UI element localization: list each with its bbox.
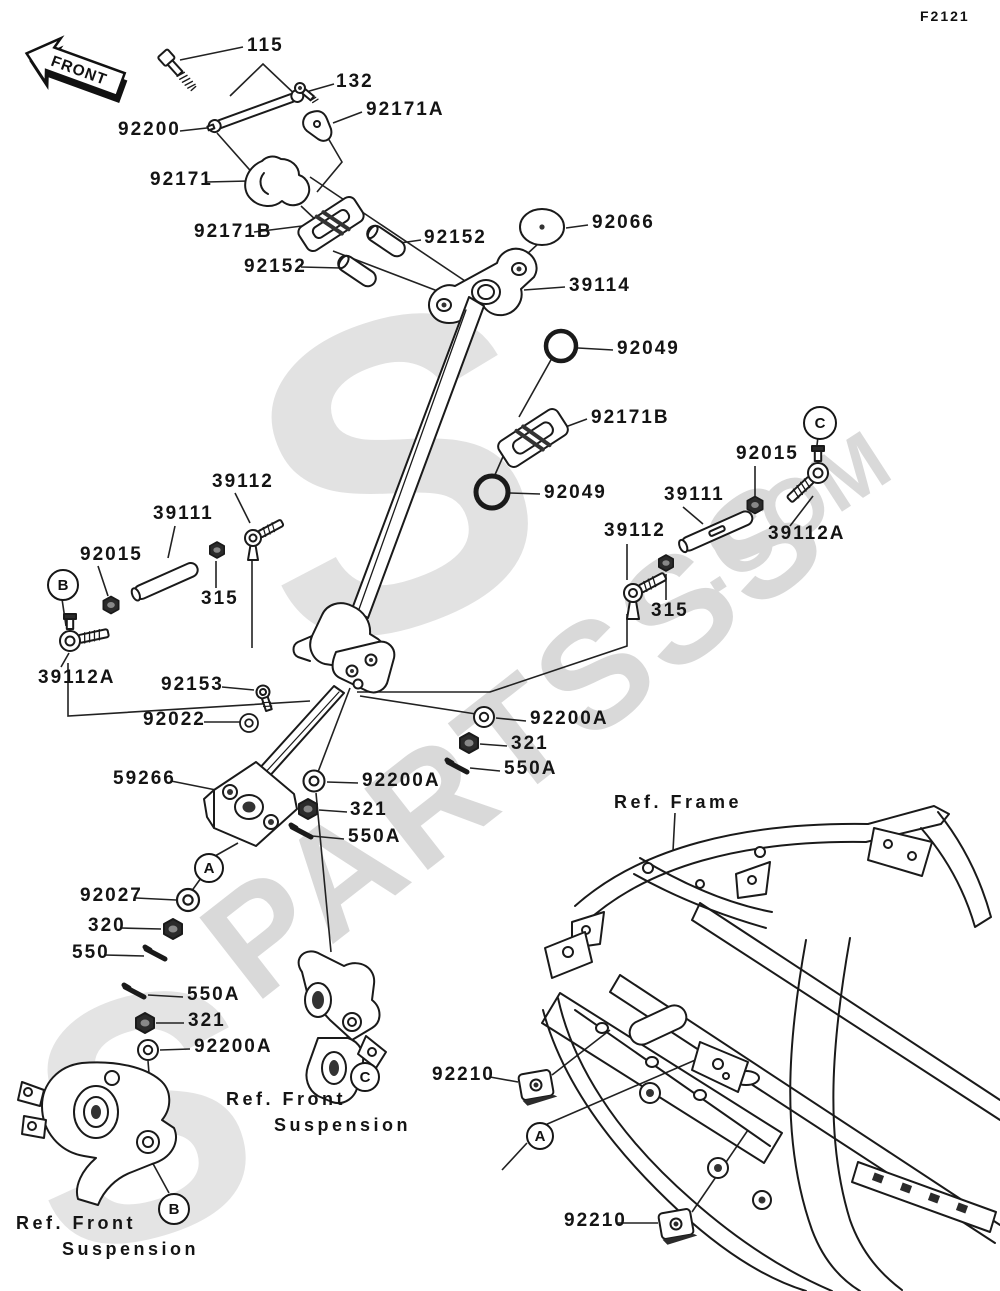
ref-label-3: Ref. Front — [16, 1213, 136, 1233]
callout-circle-A-5: A — [526, 1122, 554, 1150]
part-label-92066-8: 92066 — [592, 212, 655, 233]
steering-shaft-drawing — [351, 296, 485, 619]
part-label-92049-12: 92049 — [544, 482, 607, 503]
knuckle-drawing — [17, 1061, 177, 1206]
tierod-end-39112A-right-drawing — [786, 445, 829, 503]
front-arrow: FRONT — [24, 35, 128, 104]
oring-92049-lower-drawing — [473, 473, 511, 511]
tierod-end-39112-left-drawing — [244, 519, 285, 561]
rod-92200-drawing — [206, 88, 305, 134]
part-label-92200A-37: 92200A — [194, 1036, 273, 1057]
part-label-39114-9: 39114 — [569, 275, 631, 296]
callout-circle-B-4: B — [158, 1193, 190, 1225]
callout-circle-C-1: C — [803, 406, 837, 440]
bushing-92152-left-drawing — [337, 254, 377, 288]
tierod-39111-left-drawing — [130, 562, 199, 602]
tierod-end-39112-right-drawing — [623, 572, 667, 620]
part-label-550A-28: 550A — [504, 758, 558, 779]
part-label-321-27: 321 — [511, 733, 549, 754]
part-drawings — [17, 48, 1000, 1291]
part-label-92200A-26: 92200A — [530, 708, 609, 729]
washer-92200A-mid-drawing — [302, 769, 326, 793]
clamp-92171A-drawing — [302, 110, 333, 142]
part-label-92022-24: 92022 — [143, 709, 206, 730]
ujoint-drawing — [297, 950, 387, 1104]
part-label-132-1: 132 — [336, 71, 374, 92]
bushing-92152-right-drawing — [366, 224, 406, 258]
frame-drawing — [541, 805, 1000, 1291]
part-label-39111-14: 39111 — [664, 484, 725, 505]
part-label-315-17: 315 — [651, 600, 689, 621]
disc-92066-drawing — [519, 208, 565, 246]
ref-label-2: Suspension — [274, 1115, 412, 1135]
part-label-92171B-5: 92171B — [194, 221, 273, 242]
part-label-39111-19: 39111 — [153, 503, 214, 524]
part-label-39112A-22: 39112A — [38, 667, 116, 688]
part-label-92015-13: 92015 — [736, 443, 799, 464]
part-label-92027-32: 92027 — [80, 885, 143, 906]
nut-320-drawing — [163, 918, 183, 940]
clamp-92171B-upper-drawing — [297, 195, 365, 253]
washer-92200A-left-drawing — [137, 1039, 159, 1061]
part-label-92049-10: 92049 — [617, 338, 680, 359]
part-label-550A-35: 550A — [187, 984, 241, 1005]
part-label-321-36: 321 — [188, 1010, 226, 1031]
bolt-132-drawing — [294, 82, 319, 104]
callout-circle-B-0: B — [47, 569, 79, 601]
part-label-320-33: 320 — [88, 915, 126, 936]
nut-92210-lower-drawing — [656, 1206, 700, 1247]
part-label-39112-18: 39112 — [212, 471, 274, 492]
washer-92027-drawing — [175, 887, 201, 913]
washer-92200A-right-drawing — [473, 706, 495, 728]
part-label-92210-38: 92210 — [432, 1064, 495, 1085]
washer-92022-drawing — [239, 713, 259, 733]
part-label-92015-20: 92015 — [80, 544, 143, 565]
clamp-92171B-lower-drawing — [497, 408, 569, 468]
nut-321-mid-drawing — [298, 798, 318, 820]
nut-315-right-drawing — [657, 554, 675, 572]
steering-arm-yoke-drawing — [292, 602, 396, 694]
oring-92049-upper-drawing — [543, 328, 579, 364]
bolt-115-drawing — [157, 48, 197, 92]
nut-321-left-drawing — [135, 1012, 155, 1034]
callout-circle-A-2: A — [194, 853, 224, 883]
part-label-92152-6: 92152 — [424, 227, 487, 248]
bracket-39114-drawing — [428, 247, 538, 324]
part-label-92210-39: 92210 — [564, 1210, 627, 1231]
tierod-39111-right-drawing — [678, 510, 754, 554]
part-label-321-30: 321 — [350, 799, 388, 820]
callout-circle-C-3: C — [350, 1062, 380, 1092]
part-label-550A-31: 550A — [348, 826, 402, 847]
ref-label-1: Ref. Front — [226, 1089, 346, 1109]
nut-315-left-drawing — [209, 541, 225, 559]
part-label-92171A-2: 92171A — [366, 99, 445, 120]
nut-92015-right-drawing — [746, 495, 764, 515]
nut-321-right-drawing — [459, 732, 479, 754]
part-label-39112A-16: 39112A — [768, 523, 846, 544]
part-label-39112-15: 39112 — [604, 520, 666, 541]
holder-92171-drawing — [244, 155, 311, 207]
part-label-92171-4: 92171 — [150, 169, 213, 190]
part-label-115-0: 115 — [247, 35, 284, 56]
coupling-59266-drawing — [203, 761, 298, 847]
front-arrow-body — [24, 35, 127, 98]
part-label-92171B-11: 92171B — [591, 407, 670, 428]
part-label-92153-23: 92153 — [161, 674, 224, 695]
ref-label-0: Ref. Frame — [614, 792, 743, 812]
part-label-550-34: 550 — [72, 942, 110, 963]
tierod-end-39112A-left-drawing — [59, 613, 110, 652]
nut-92015-left-drawing — [102, 595, 120, 615]
part-label-92152-7: 92152 — [244, 256, 307, 277]
part-label-59266-25: 59266 — [113, 768, 176, 789]
part-label-315-21: 315 — [201, 588, 239, 609]
part-label-92200A-29: 92200A — [362, 770, 441, 791]
ref-label-4: Suspension — [62, 1239, 200, 1259]
part-label-92200-3: 92200 — [118, 119, 181, 140]
bolt-92153-drawing — [255, 684, 273, 712]
figure-code: F2121 — [920, 8, 970, 24]
